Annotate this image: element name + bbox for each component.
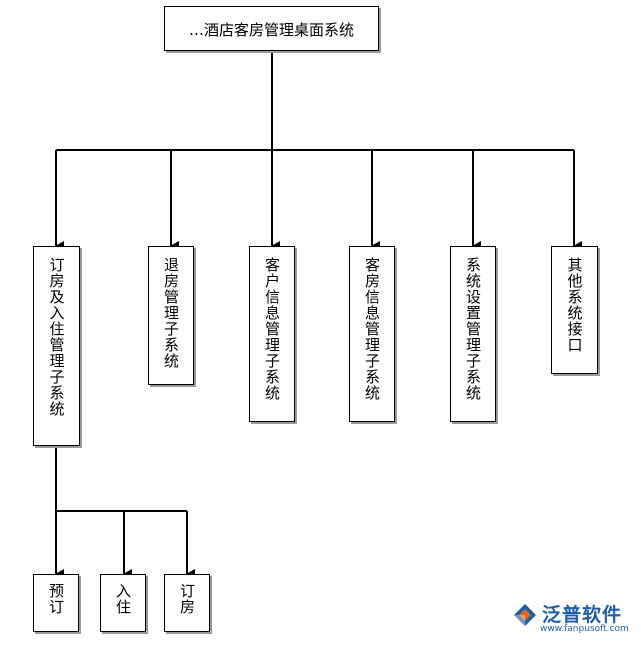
subsystem-label: 客房信息管理子系统 (363, 257, 381, 401)
watermark-url: www.fanpusoft.com (540, 624, 629, 634)
brand-logo-icon (514, 604, 536, 626)
root-node: …酒店客房管理桌面系统 (164, 6, 379, 51)
child-node-reserve: 预订 (33, 574, 79, 632)
subsystem-node-other-interfaces: 其他系统接口 (551, 246, 598, 374)
watermark-brand: 泛普软件 (542, 604, 623, 626)
subsystem-label: 订房及入住管理子系统 (47, 257, 66, 417)
watermark: 泛普软件 www.fanpusoft.com (512, 600, 637, 640)
subsystem-node-system-settings: 系统设置管理子系统 (450, 246, 496, 422)
child-label: 订房 (178, 583, 196, 615)
child-label: 入住 (114, 583, 132, 615)
subsystem-label: 退房管理子系统 (162, 257, 180, 369)
child-node-checkin: 入住 (100, 574, 146, 632)
subsystem-node-checkout: 退房管理子系统 (148, 246, 194, 385)
subsystem-label: 系统设置管理子系统 (464, 257, 482, 401)
subsystem-node-room-info: 客房信息管理子系统 (349, 246, 395, 422)
subsystem-label: 其他系统接口 (565, 257, 584, 353)
subsystem-node-customer-info: 客户信息管理子系统 (249, 246, 295, 422)
child-label: 预订 (47, 583, 65, 615)
subsystem-node-booking-checkin: 订房及入住管理子系统 (33, 246, 80, 446)
child-node-book-room: 订房 (164, 574, 210, 632)
root-node-label: …酒店客房管理桌面系统 (188, 21, 354, 39)
subsystem-label: 客户信息管理子系统 (263, 257, 281, 401)
